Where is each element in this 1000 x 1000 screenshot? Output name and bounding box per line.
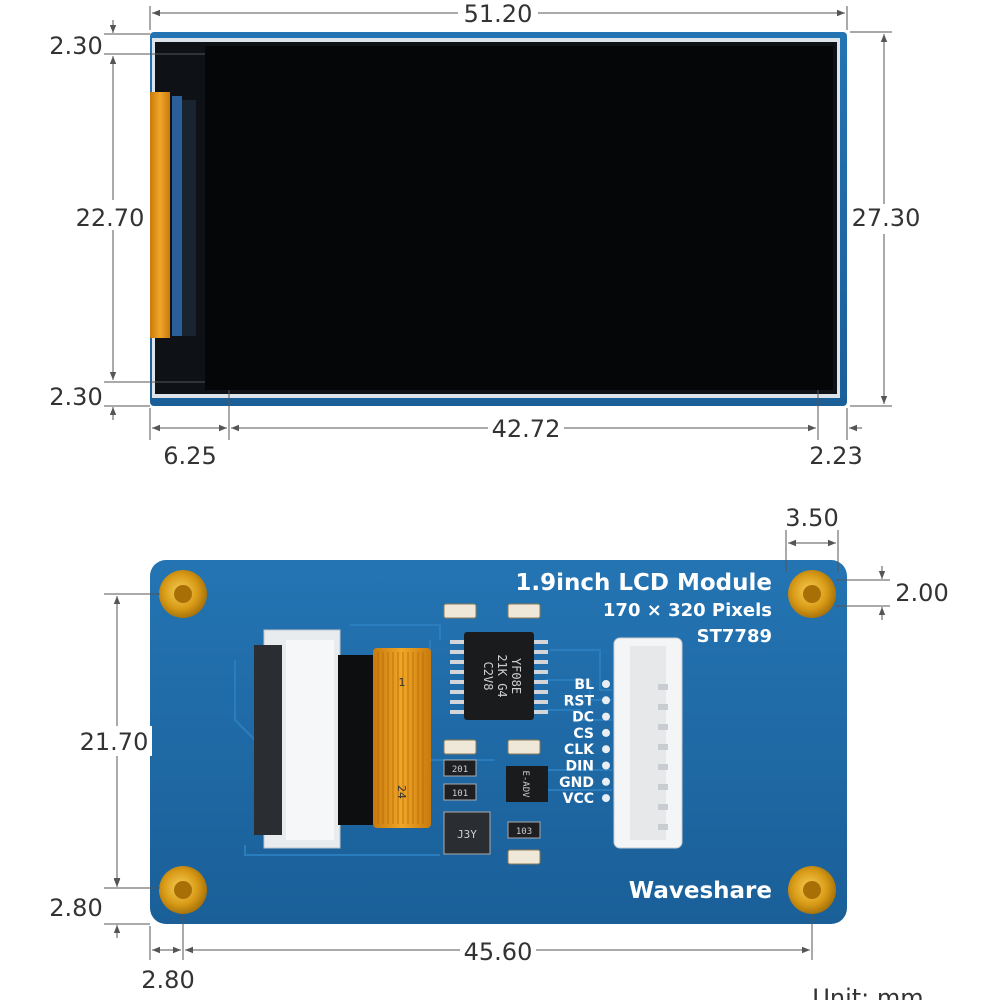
pin-label-dc: DC	[572, 710, 594, 726]
pin-pad	[602, 794, 610, 803]
front-view: 51.20 2.30 22.70 2.30 27.30 6.25 42.72 2…	[49, 0, 922, 470]
pin-pad	[602, 745, 610, 754]
svg-text:103: 103	[516, 827, 532, 837]
dim-hole-left-inset: 2.80	[141, 966, 194, 994]
pin-pad	[602, 696, 610, 705]
passive-components: 201 101 103 J3Y E-ADV	[443, 603, 548, 865]
pin-label-vcc: VCC	[563, 791, 594, 807]
pin-label-clk: CLK	[564, 742, 595, 758]
pin-pad	[602, 777, 610, 786]
module-resolution: 170 × 320 Pixels	[603, 600, 772, 621]
svg-text:J3Y: J3Y	[457, 828, 477, 841]
pin-pad	[602, 680, 610, 688]
pin-pad	[602, 728, 610, 737]
module-driver: ST7789	[697, 626, 772, 647]
front-fpc-bond	[172, 96, 182, 336]
svg-text:201: 201	[452, 765, 468, 775]
dim-top-margin: 2.30	[49, 32, 102, 60]
svg-text:E-ADV: E-ADV	[520, 770, 530, 798]
pin-pad	[602, 761, 610, 770]
pin-pad	[602, 712, 610, 721]
pin-label-rst: RST	[564, 693, 595, 709]
svg-text:21K G4: 21K G4	[495, 654, 509, 697]
pin-header	[613, 637, 683, 849]
fpc-pin-start: 1	[399, 676, 406, 689]
dim-board-width: 51.20	[464, 0, 533, 28]
unit-label: Unit: mm	[812, 984, 923, 1000]
mounting-holes	[159, 570, 836, 914]
fpc-ribbon: 1 24	[373, 648, 431, 828]
dim-board-height: 27.30	[852, 204, 921, 232]
svg-text:101: 101	[452, 789, 468, 799]
pin-label-gnd: GND	[559, 775, 594, 791]
dim-hole-horizontal-spacing: 45.60	[464, 938, 533, 966]
back-view: 1 24 YF08E 21K G4 C2V8	[49, 504, 948, 994]
dim-active-height: 22.70	[76, 204, 145, 232]
svg-text:C2V8: C2V8	[481, 662, 495, 691]
dim-hole-bottom-inset: 2.80	[49, 894, 102, 922]
pin-label-cs: CS	[573, 726, 594, 742]
dim-hole-vertical-spacing: 21.70	[80, 728, 149, 756]
fpc-connector	[254, 629, 378, 849]
module-title: 1.9inch LCD Module	[515, 570, 772, 596]
dim-hole-top-inset: 2.00	[895, 579, 948, 607]
brand-logo-text: Waveshare	[629, 878, 772, 904]
dim-right-offset: 2.23	[809, 442, 862, 470]
dim-active-width: 42.72	[492, 415, 561, 443]
pin-label-din: DIN	[565, 759, 594, 775]
driver-ic: YF08E 21K G4 C2V8	[450, 632, 548, 720]
dim-left-offset: 6.25	[163, 442, 216, 470]
fpc-pin-end: 24	[395, 785, 408, 799]
front-fpc-bond-dark	[182, 100, 196, 336]
pin-label-bl: BL	[574, 677, 594, 693]
svg-text:YF08E: YF08E	[509, 658, 523, 694]
lcd-active-area	[205, 46, 833, 390]
front-fpc-edge	[150, 92, 170, 338]
dim-bottom-margin: 2.30	[49, 383, 102, 411]
dim-hole-right-inset: 3.50	[785, 504, 838, 532]
